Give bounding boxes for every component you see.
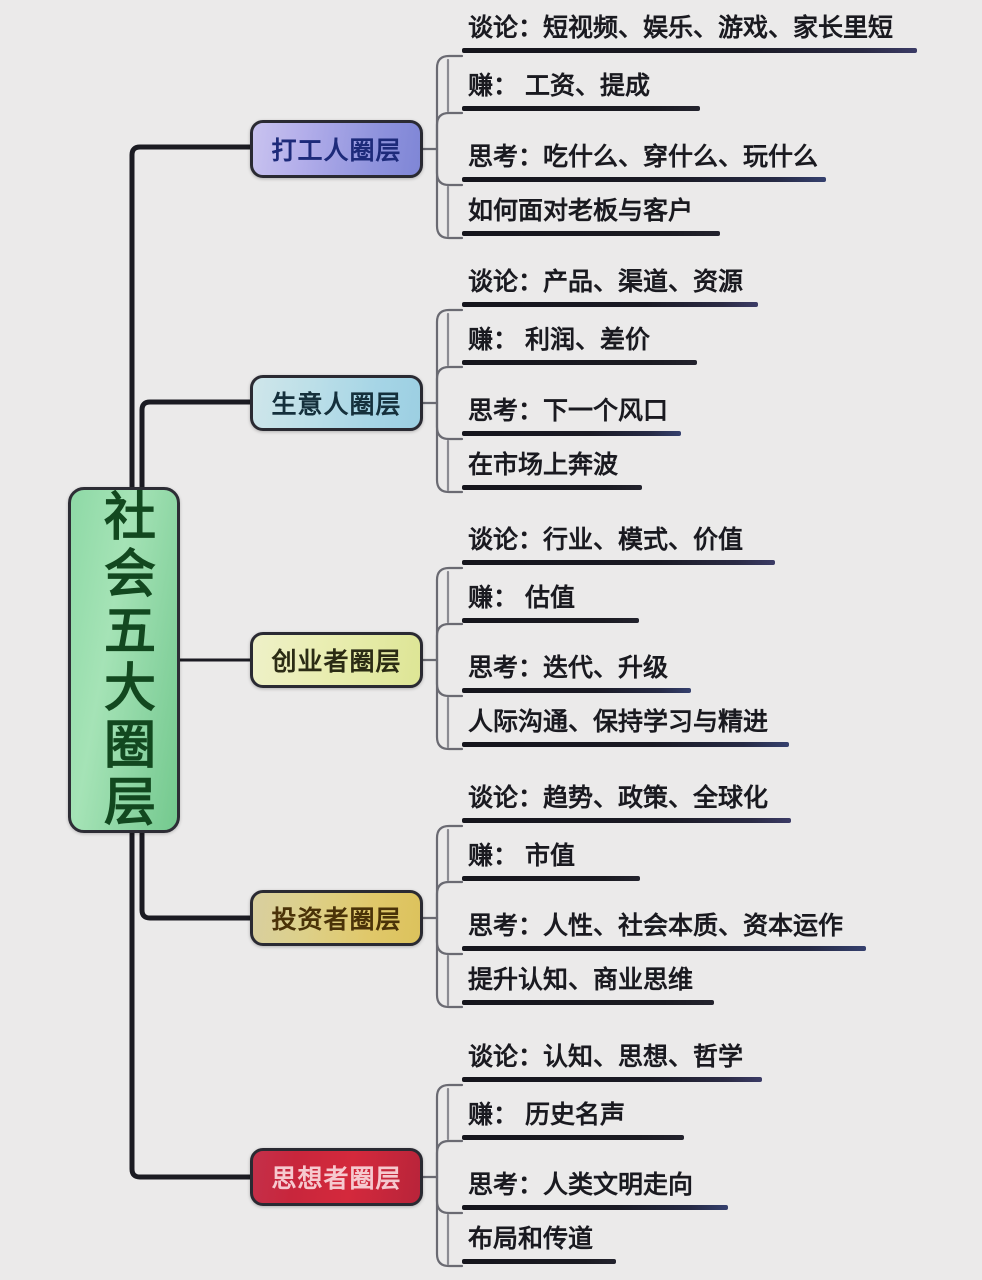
bracket-founder-leaf1 (435, 566, 464, 662)
leaf-founder-2-rule (462, 618, 639, 623)
bracket-founder-leaf2 (435, 622, 464, 662)
leaf-founder-4-rule (462, 742, 789, 747)
branch-node-business[interactable]: 生意人圈层 (250, 375, 423, 431)
leaf-founder-2[interactable]: 赚： 估值 (462, 586, 639, 623)
root-node-label: 社会五大圈层 (95, 489, 154, 831)
bracket-business-leaf1 (435, 308, 464, 405)
leaf-investor-2[interactable]: 赚： 市值 (462, 844, 640, 881)
bracket-business-leaf4 (435, 401, 464, 494)
branch-node-business-label: 生意人圈层 (271, 391, 402, 419)
leaf-worker-3-rule (462, 177, 826, 182)
leaf-investor-4-rule (462, 1000, 714, 1005)
root-node-social-circles[interactable]: 社会五大圈层 (68, 487, 180, 833)
bracket-founder-leaf4 (435, 658, 464, 751)
leaf-founder-2-text: 赚： 估值 (468, 584, 575, 612)
leaf-thinker-3-text: 思考：人类文明走向 (468, 1171, 694, 1199)
bracket-worker-leaf4 (435, 147, 464, 240)
leaf-founder-4-text: 人际沟通、保持学习与精进 (468, 708, 769, 736)
leaf-founder-3-text: 思考：迭代、升级 (468, 654, 669, 682)
connector-root-thinker (129, 817, 253, 1180)
leaf-business-3[interactable]: 思考：下一个风口 (462, 399, 681, 436)
bracket-business-leaf2 (435, 365, 464, 405)
leaf-thinker-3[interactable]: 思考：人类文明走向 (462, 1173, 728, 1210)
branch-node-thinker-label: 思想者圈层 (271, 1165, 402, 1193)
branch-node-worker-label: 打工人圈层 (271, 137, 402, 165)
leaf-investor-4[interactable]: 提升认知、商业思维 (462, 968, 714, 1005)
leaf-investor-2-text: 赚： 市值 (468, 842, 575, 870)
leaf-business-2-rule (462, 360, 697, 365)
leaf-worker-2-rule (462, 106, 700, 111)
leaf-business-1-rule (462, 302, 758, 307)
leaf-investor-3[interactable]: 思考：人性、社会本质、资本运作 (462, 914, 866, 951)
leaf-business-2-text: 赚： 利润、差价 (468, 326, 650, 354)
leaf-investor-4-text: 提升认知、商业思维 (468, 966, 694, 994)
leaf-worker-2[interactable]: 赚： 工资、提成 (462, 74, 700, 111)
leaf-thinker-4-rule (462, 1259, 616, 1264)
leaf-founder-3-rule (462, 688, 691, 693)
leaf-business-2[interactable]: 赚： 利润、差价 (462, 328, 697, 365)
leaf-worker-2-text: 赚： 工资、提成 (468, 72, 650, 100)
leaf-business-1[interactable]: 谈论：产品、渠道、资源 (462, 270, 758, 307)
leaf-worker-1-rule (462, 48, 917, 53)
leaf-thinker-1-rule (462, 1077, 762, 1082)
leaf-founder-1[interactable]: 谈论：行业、模式、价值 (462, 528, 775, 565)
bracket-thinker-leaf1 (435, 1083, 464, 1179)
bracket-investor-leaf4 (435, 916, 464, 1009)
leaf-business-4-text: 在市场上奔波 (468, 451, 619, 479)
leaf-thinker-4[interactable]: 布局和传道 (462, 1227, 616, 1264)
leaf-worker-1[interactable]: 谈论：短视频、娱乐、游戏、家长里短 (462, 16, 917, 53)
branch-node-investor[interactable]: 投资者圈层 (250, 890, 423, 946)
leaf-worker-4-text: 如何面对老板与客户 (468, 197, 694, 225)
leaf-thinker-2-rule (462, 1135, 684, 1140)
leaf-investor-1[interactable]: 谈论：趋势、政策、全球化 (462, 786, 791, 823)
leaf-business-3-text: 思考：下一个风口 (468, 397, 669, 425)
leaf-worker-4-rule (462, 231, 720, 236)
leaf-founder-4[interactable]: 人际沟通、保持学习与精进 (462, 710, 789, 747)
connector-root-worker (129, 144, 253, 503)
connector-root-business (139, 399, 253, 500)
branch-node-founder[interactable]: 创业者圈层 (250, 632, 423, 688)
bracket-thinker-leaf4 (435, 1175, 464, 1268)
leaf-worker-4[interactable]: 如何面对老板与客户 (462, 199, 720, 236)
connector-root-investor (139, 820, 253, 921)
leaf-worker-3-text: 思考：吃什么、穿什么、玩什么 (468, 143, 819, 171)
leaf-business-4[interactable]: 在市场上奔波 (462, 453, 642, 490)
leaf-thinker-2[interactable]: 赚： 历史名声 (462, 1103, 684, 1140)
leaf-investor-1-text: 谈论：趋势、政策、全球化 (468, 784, 769, 812)
bracket-worker-leaf1 (435, 54, 464, 151)
bracket-worker-leaf2 (435, 111, 464, 151)
bracket-investor-leaf2 (435, 880, 464, 920)
leaf-worker-3[interactable]: 思考：吃什么、穿什么、玩什么 (462, 145, 826, 182)
branch-node-thinker[interactable]: 思想者圈层 (250, 1148, 423, 1206)
leaf-investor-1-rule (462, 818, 791, 823)
leaf-founder-3[interactable]: 思考：迭代、升级 (462, 656, 691, 693)
bracket-investor-leaf3 (435, 916, 464, 956)
leaf-founder-1-text: 谈论：行业、模式、价值 (468, 526, 744, 554)
leaf-worker-1-text: 谈论：短视频、娱乐、游戏、家长里短 (468, 14, 894, 42)
branch-node-worker[interactable]: 打工人圈层 (250, 120, 423, 178)
branch-node-investor-label: 投资者圈层 (271, 906, 402, 934)
leaf-business-3-rule (462, 431, 681, 436)
leaf-thinker-4-text: 布局和传道 (468, 1225, 594, 1253)
bracket-thinker-leaf3 (435, 1175, 464, 1215)
leaf-investor-3-rule (462, 946, 866, 951)
branch-node-founder-label: 创业者圈层 (271, 648, 402, 676)
leaf-business-4-rule (462, 485, 642, 490)
bracket-worker-leaf3 (435, 147, 464, 187)
bracket-business-leaf3 (435, 401, 464, 441)
leaf-investor-2-rule (462, 876, 640, 881)
bracket-founder-leaf3 (435, 658, 464, 698)
leaf-business-1-text: 谈论：产品、渠道、资源 (468, 268, 744, 296)
leaf-founder-1-rule (462, 560, 775, 565)
leaf-investor-3-text: 思考：人性、社会本质、资本运作 (468, 912, 844, 940)
bracket-investor-leaf1 (435, 824, 464, 920)
leaf-thinker-2-text: 赚： 历史名声 (468, 1101, 625, 1129)
leaf-thinker-1[interactable]: 谈论：认知、思想、哲学 (462, 1045, 762, 1082)
leaf-thinker-1-text: 谈论：认知、思想、哲学 (468, 1043, 744, 1071)
bracket-thinker-leaf2 (435, 1139, 464, 1179)
leaf-thinker-3-rule (462, 1205, 728, 1210)
